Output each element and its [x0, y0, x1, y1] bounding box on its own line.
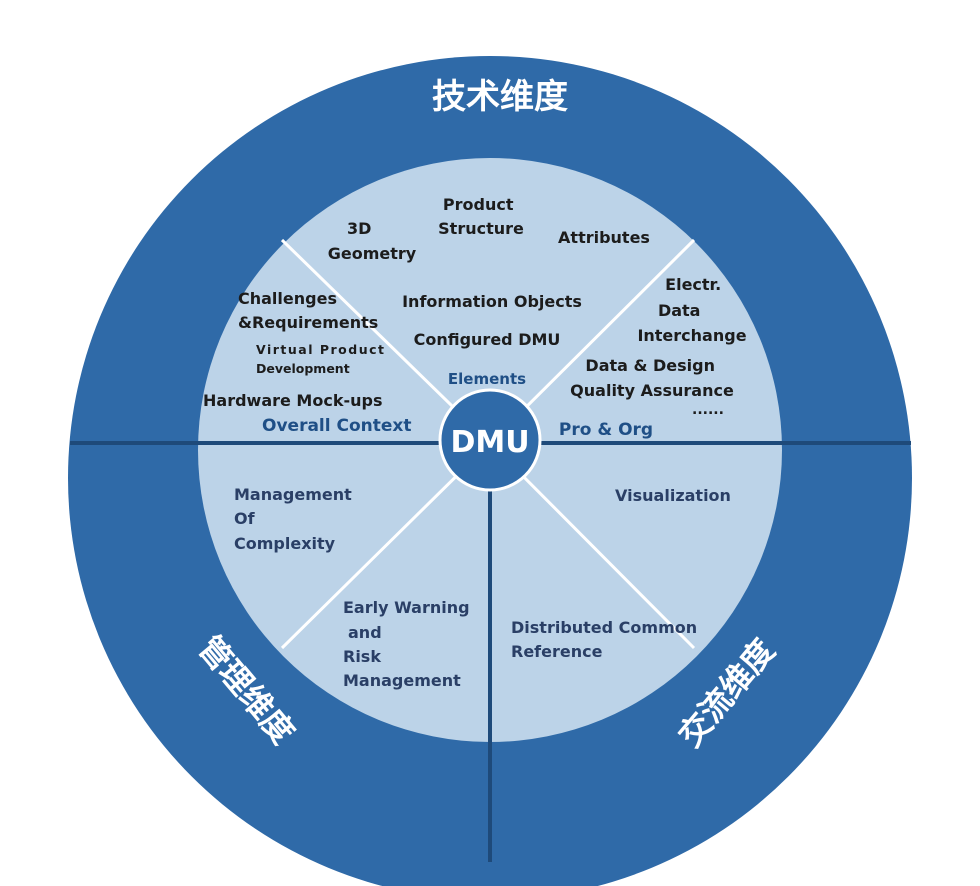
item-hardware-mockups: Hardware Mock-ups	[203, 391, 382, 410]
item-management-of-complexity: Management Of Complexity	[234, 485, 357, 553]
dimension-technical: 技术维度	[432, 77, 568, 117]
item-visualization: Visualization	[615, 486, 731, 505]
item-early-warning-risk: Early Warning and Risk Management	[343, 598, 475, 690]
item-information-objects: Information Objects	[402, 292, 582, 311]
item-3d-geometry: 3D Geometry	[328, 219, 417, 263]
item-ellipsis: ......	[692, 402, 724, 418]
item-electr-data-interchange: Electr. Data Interchange	[637, 275, 746, 345]
item-challenges-requirements: Challenges &Requirements	[238, 289, 378, 332]
center-label: DMU	[450, 425, 529, 460]
item-configured-dmu: Configured DMU	[414, 330, 561, 349]
item-data-design-qa: Data & Design Quality Assurance	[570, 356, 734, 400]
sector-overall-context: Overall Context	[262, 416, 412, 436]
item-distributed-common-reference: Distributed Common Reference	[511, 618, 703, 661]
item-product-structure: Product Structure	[438, 195, 524, 238]
center-circle	[438, 388, 542, 492]
item-virtual-product-development: Virtual Product Development	[256, 342, 390, 376]
item-attributes: Attributes	[558, 228, 650, 247]
sector-pro-org: Pro & Org	[559, 420, 653, 440]
sector-elements: Elements	[448, 370, 526, 388]
